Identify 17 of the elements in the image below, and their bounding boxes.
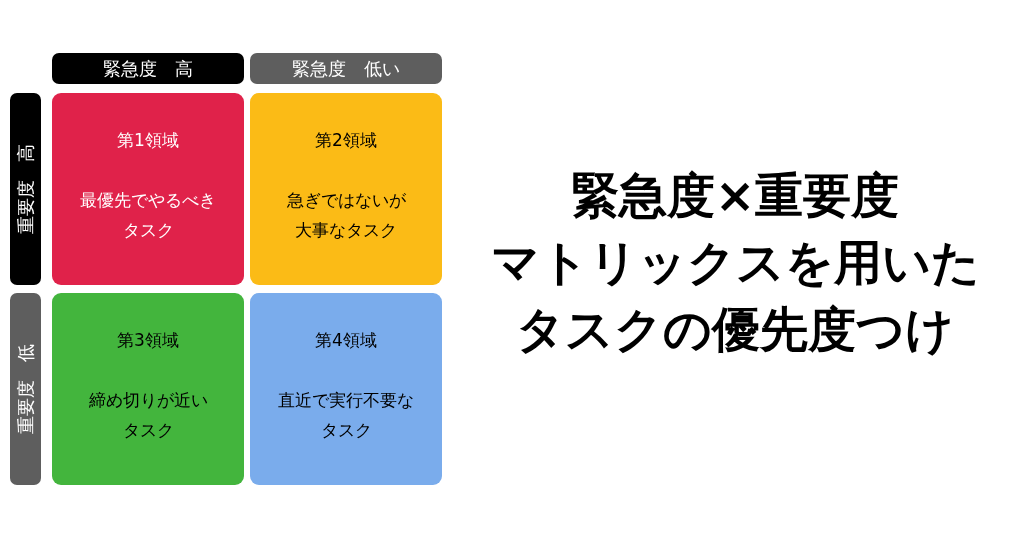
quadrant-heading: 第3領域 bbox=[116, 329, 180, 352]
quadrant-heading: 第2領域 bbox=[314, 129, 378, 152]
quadrant-box bbox=[250, 93, 442, 285]
quadrant-description: 急ぎではないが大事なタスク bbox=[285, 189, 407, 242]
quadrant-box bbox=[52, 293, 244, 485]
quadrant-heading: 第1領域 bbox=[116, 129, 180, 152]
quadrant-heading: 第4領域 bbox=[314, 329, 378, 352]
quadrant-description: 最優先でやるべきタスク bbox=[79, 189, 217, 242]
title: 緊急度×重要度マトリックスを用いたタスクの優先度つけ bbox=[489, 166, 981, 359]
header-band: 重要度 高 bbox=[10, 93, 41, 285]
header-band: 緊急度 低い bbox=[250, 53, 442, 84]
header-band: 緊急度 高 bbox=[52, 53, 244, 84]
quadrant-description: 締め切りが近いタスク bbox=[87, 389, 209, 442]
quadrant-box bbox=[52, 93, 244, 285]
quadrant-description: 直近で実行不要なタスク bbox=[277, 389, 415, 442]
header-band: 重要度 低 bbox=[10, 293, 41, 485]
quadrant-box bbox=[250, 293, 442, 485]
